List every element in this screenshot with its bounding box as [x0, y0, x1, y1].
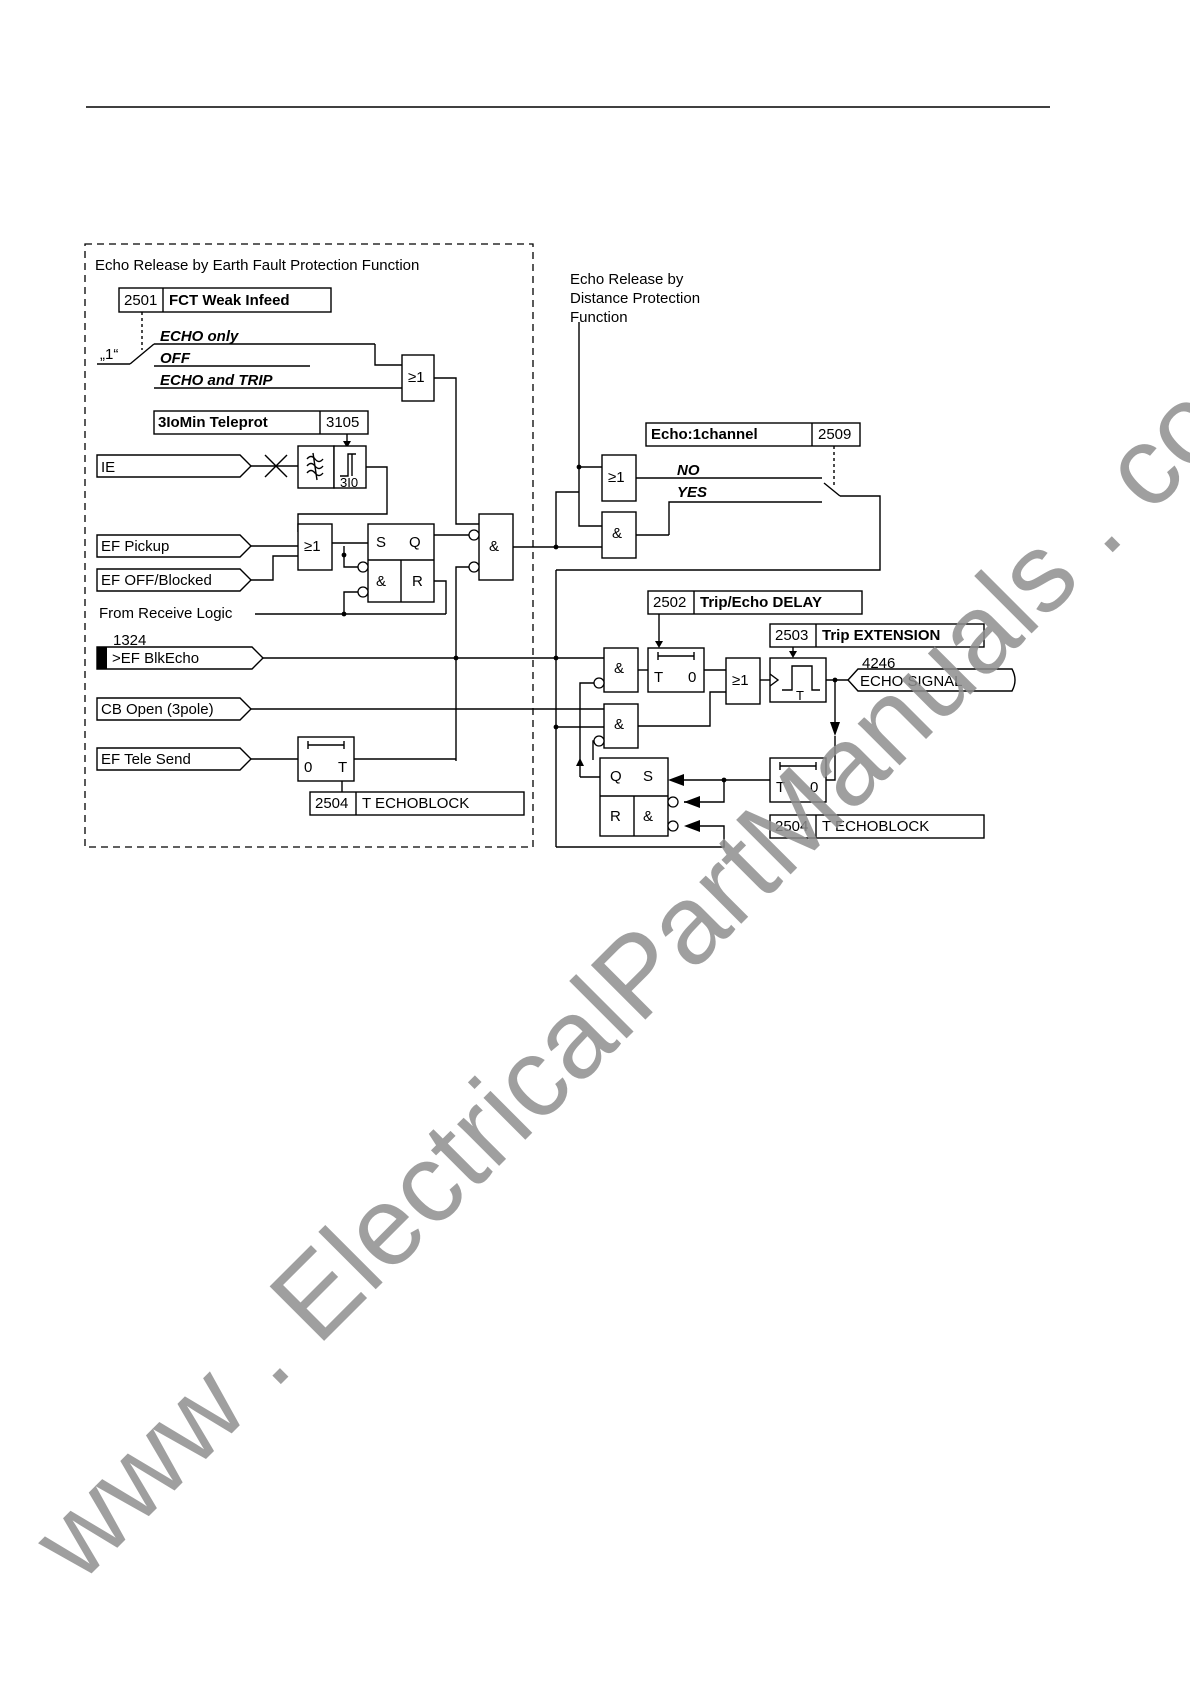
svg-text:&: & [643, 808, 653, 825]
or-gate-mode: ≥1 [401, 354, 435, 402]
svg-text:3105: 3105 [326, 414, 359, 431]
input-ef-pickup: EF Pickup [96, 534, 252, 558]
svg-text:3IoMin Teleprot: 3IoMin Teleprot [158, 414, 268, 431]
svg-text:T: T [338, 759, 347, 776]
svg-text:3I0: 3I0 [340, 475, 358, 490]
option-no: NO [677, 462, 700, 479]
and-gate-echo-trigger: & [603, 647, 639, 693]
svg-text:≥1: ≥1 [732, 672, 749, 689]
svg-text:≥1: ≥1 [408, 369, 425, 386]
selector-switch-2509 [823, 482, 841, 497]
pulse-extension-block: T [769, 657, 827, 703]
timer-echoblock-right: T 0 [769, 757, 827, 803]
timer-trip-echo-delay: T 0 [647, 647, 705, 693]
timer-echoblock-left: 0 T [297, 736, 355, 782]
distance-title-line2: Distance Protection [570, 290, 700, 307]
svg-text:2504: 2504 [775, 818, 808, 835]
svg-text:EF Pickup: EF Pickup [101, 538, 169, 555]
svg-text:≥1: ≥1 [304, 538, 321, 555]
option-echo-only: ECHO only [160, 328, 239, 345]
svg-text:Q: Q [409, 534, 421, 551]
svg-text:R: R [610, 808, 621, 825]
and-gate-cb-open: & [603, 703, 639, 749]
switch-constant-label: „1“ [100, 346, 118, 363]
svg-text:≥1: ≥1 [608, 469, 625, 486]
flipflop-echoblock: Q S R & [599, 757, 669, 837]
svg-text:Echo:1channel: Echo:1channel [651, 426, 758, 443]
param-2503-box: 2503 Trip EXTENSION [769, 623, 985, 648]
svg-text:CB Open (3pole): CB Open (3pole) [101, 701, 214, 718]
input-ie: IE [96, 454, 252, 478]
distance-title-line1: Echo Release by [570, 271, 684, 288]
svg-text:R: R [412, 573, 423, 590]
distance-title-line3: Function [570, 309, 628, 326]
option-off: OFF [160, 350, 191, 367]
svg-text:2501: 2501 [124, 292, 157, 309]
svg-text:T: T [776, 779, 785, 796]
or-gate-ef-pickup: ≥1 [297, 523, 333, 571]
svg-text:0: 0 [688, 669, 696, 686]
input-blkecho-number: 1324 [113, 632, 146, 649]
input-cb-open: CB Open (3pole) [96, 697, 252, 721]
input-from-receive-logic: From Receive Logic [99, 605, 233, 622]
svg-text:0: 0 [810, 779, 818, 796]
svg-text:Trip/Echo DELAY: Trip/Echo DELAY [700, 594, 822, 611]
svg-text:S: S [376, 534, 386, 551]
svg-text:2503: 2503 [775, 627, 808, 644]
param-2504-left-box: 2504 T ECHOBLOCK [309, 791, 525, 816]
svg-text:T: T [654, 669, 663, 686]
param-2504-right-box: 2504 T ECHOBLOCK [769, 814, 985, 839]
svg-text:T ECHOBLOCK: T ECHOBLOCK [822, 818, 929, 835]
threshold-block: 3I0 [333, 445, 367, 490]
watermark: www . ElectricalPartManuals . com [8, 295, 1190, 1603]
option-yes: YES [677, 484, 707, 501]
selector-switch [129, 343, 155, 365]
svg-text:ECHO SIGNAL: ECHO SIGNAL [860, 673, 963, 690]
param-3105-box: 3IoMin Teleprot 3105 [153, 410, 369, 435]
svg-text:IE: IE [101, 459, 115, 476]
svg-text:EF OFF/Blocked: EF OFF/Blocked [101, 572, 212, 589]
svg-text:T: T [796, 688, 804, 703]
output-number: 4246 [862, 655, 895, 672]
svg-text:Trip EXTENSION: Trip EXTENSION [822, 627, 940, 644]
or-gate-echo-out: ≥1 [725, 657, 761, 705]
output-echo-signal: ECHO SIGNAL [847, 668, 1016, 692]
flipflop-ef: S Q & R [367, 523, 435, 603]
or-gate-distance: ≥1 [601, 454, 637, 502]
svg-text:0: 0 [304, 759, 312, 776]
svg-text:EF Tele Send: EF Tele Send [101, 751, 191, 768]
option-echo-and-trip: ECHO and TRIP [160, 372, 274, 389]
ef-section-title: Echo Release by Earth Fault Protection F… [95, 257, 419, 274]
svg-text:&: & [612, 525, 622, 542]
param-2502-box: 2502 Trip/Echo DELAY [647, 590, 863, 615]
svg-text:Q: Q [610, 768, 622, 785]
svg-text:&: & [376, 573, 386, 590]
input-ef-blkecho: >EF BlkEcho [96, 646, 264, 670]
param-2501-box: 2501 FCT Weak Infeed [118, 287, 332, 313]
svg-text:>EF BlkEcho: >EF BlkEcho [112, 650, 199, 667]
svg-text:&: & [614, 716, 624, 733]
ef-section-frame [84, 243, 534, 848]
and-gate-distance: & [601, 511, 637, 559]
svg-text:2509: 2509 [818, 426, 851, 443]
svg-text:&: & [489, 538, 499, 555]
svg-text:2504: 2504 [315, 795, 348, 812]
input-ef-off-blocked: EF OFF/Blocked [96, 568, 252, 592]
and-gate-ef-main: & [478, 513, 514, 581]
svg-text:FCT Weak Infeed: FCT Weak Infeed [169, 292, 290, 309]
svg-text:T ECHOBLOCK: T ECHOBLOCK [362, 795, 469, 812]
input-ef-tele-send: EF Tele Send [96, 747, 252, 771]
param-2509-box: Echo:1channel 2509 [645, 422, 861, 447]
svg-text:S: S [643, 768, 653, 785]
filter-block [297, 445, 335, 489]
svg-text:2502: 2502 [653, 594, 686, 611]
svg-text:&: & [614, 660, 624, 677]
